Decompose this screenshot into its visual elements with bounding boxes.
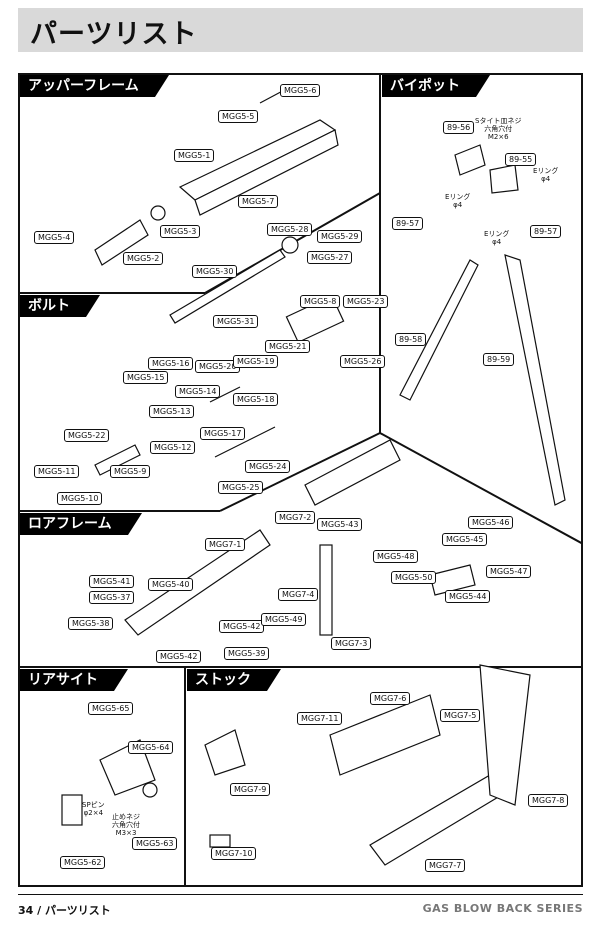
part-label: 89-59 xyxy=(483,353,515,366)
part-label: MGG5-19 xyxy=(233,355,279,368)
part-label: MGG5-10 xyxy=(57,492,103,505)
part-label: MGG5-25 xyxy=(218,481,264,494)
part-label: MGG5-9 xyxy=(110,465,151,478)
note-e-ring: Eリング φ4 xyxy=(445,193,471,209)
part-label: MGG5-46 xyxy=(468,516,514,529)
part-label: MGG7-4 xyxy=(278,588,319,601)
part-label: MGG5-28 xyxy=(267,223,313,236)
part-label: MGG5-3 xyxy=(160,225,201,238)
part-label: MGG5-44 xyxy=(445,590,491,603)
part-label: MGG5-42 xyxy=(156,650,202,663)
part-label: MGG5-41 xyxy=(89,575,135,588)
part-label: MGG7-11 xyxy=(297,712,343,725)
part-label: MGG7-1 xyxy=(205,538,246,551)
part-label: MGG5-62 xyxy=(60,856,106,869)
part-label: MGG5-16 xyxy=(148,357,194,370)
part-label: MGG5-1 xyxy=(174,149,215,162)
part-label: MGG5-11 xyxy=(34,465,80,478)
section-bolt: ボルト xyxy=(20,295,100,317)
part-label: 89-58 xyxy=(395,333,427,346)
part-label: MGG5-13 xyxy=(149,405,195,418)
section-lower-frame: ロアフレーム xyxy=(20,513,142,535)
part-label: MGG5-18 xyxy=(233,393,279,406)
part-label: MGG5-6 xyxy=(280,84,321,97)
part-label: MGG5-4 xyxy=(34,231,75,244)
part-label: MGG5-12 xyxy=(150,441,196,454)
part-label: MGG5-23 xyxy=(343,295,389,308)
section-stock: ストック xyxy=(187,669,281,691)
part-label: MGG7-9 xyxy=(230,783,271,796)
part-label: MGG5-47 xyxy=(486,565,532,578)
page-title: パーツリスト xyxy=(30,19,198,50)
part-label: MGG5-42 xyxy=(219,620,265,633)
part-label: MGG5-29 xyxy=(317,230,363,243)
footer-rule xyxy=(18,894,583,895)
part-label: MGG7-2 xyxy=(275,511,316,524)
section-dividers xyxy=(20,75,581,885)
part-label: MGG5-14 xyxy=(175,385,221,398)
part-label: MGG5-26 xyxy=(340,355,386,368)
part-label: 89-57 xyxy=(530,225,562,238)
part-label: MGG5-64 xyxy=(128,741,174,754)
part-label: MGG5-7 xyxy=(238,195,279,208)
note-e-ring: Eリング φ4 xyxy=(484,230,510,246)
page-reference: 34 / パーツリスト xyxy=(18,904,111,917)
part-label: MGG5-63 xyxy=(132,837,178,850)
part-label: MGG5-30 xyxy=(192,265,238,278)
part-label: MGG5-39 xyxy=(224,647,270,660)
page-footer: 34 / パーツリスト GAS BLOW BACK SERIES xyxy=(0,894,601,926)
part-label: MGG7-5 xyxy=(440,709,481,722)
part-label: MGG5-38 xyxy=(68,617,114,630)
part-label: MGG5-37 xyxy=(89,591,135,604)
note-set-screw: 止めネジ 六角穴付 M3×3 xyxy=(112,813,140,837)
section-bipod: バイポット xyxy=(382,75,490,97)
part-label: MGG7-8 xyxy=(528,794,569,807)
part-label: MGG7-10 xyxy=(211,847,257,860)
parts-diagram-frame: アッパーフレーム バイポット ボルト ロアフレーム リアサイト ストック MGG… xyxy=(18,73,583,887)
part-label: MGG5-45 xyxy=(442,533,488,546)
part-label: MGG5-5 xyxy=(218,110,259,123)
section-rear-sight: リアサイト xyxy=(20,669,128,691)
part-label: MGG5-24 xyxy=(245,460,291,473)
note-e-ring: Eリング φ4 xyxy=(533,167,559,183)
part-label: MGG5-65 xyxy=(88,702,134,715)
part-label: MGG7-3 xyxy=(331,637,372,650)
part-label: MGG5-31 xyxy=(213,315,259,328)
part-label: 89-56 xyxy=(443,121,475,134)
series-name: GAS BLOW BACK SERIES xyxy=(422,902,583,915)
note-s-screw: Sタイト皿ネジ 六角穴付 M2×6 xyxy=(475,117,522,141)
part-label: MGG7-6 xyxy=(370,692,411,705)
note-sp-pin: SPピン φ2×4 xyxy=(82,801,105,817)
part-label: MGG5-50 xyxy=(391,571,437,584)
part-label: 89-55 xyxy=(505,153,537,166)
part-label: MGG5-2 xyxy=(123,252,164,265)
part-label: MGG5-27 xyxy=(307,251,353,264)
part-label: MGG5-40 xyxy=(148,578,194,591)
part-label: 89-57 xyxy=(392,217,424,230)
part-label: MGG5-22 xyxy=(64,429,110,442)
part-label: MGG5-43 xyxy=(317,518,363,531)
part-label: MGG5-17 xyxy=(200,427,246,440)
part-label: MGG5-15 xyxy=(123,371,169,384)
part-label: MGG5-48 xyxy=(373,550,419,563)
part-label: MGG5-49 xyxy=(261,613,307,626)
part-label: MGG7-7 xyxy=(425,859,466,872)
section-upper-frame: アッパーフレーム xyxy=(20,75,169,97)
part-label: MGG5-8 xyxy=(300,295,341,308)
page-header: パーツリスト xyxy=(18,8,583,52)
part-label: MGG5-21 xyxy=(265,340,311,353)
